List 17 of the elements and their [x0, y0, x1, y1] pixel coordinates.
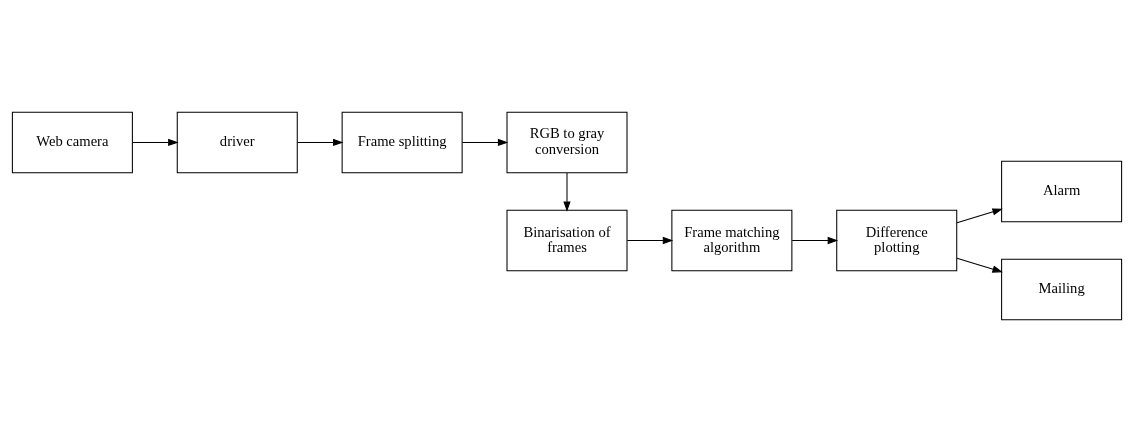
arrow	[132, 138, 179, 147]
node-box: Frame splitting	[341, 111, 463, 174]
node-box: Web camera	[11, 111, 133, 174]
node-box: Binarisation of frames	[506, 209, 628, 272]
node-box: Alarm	[1001, 160, 1123, 223]
arrow	[563, 172, 571, 212]
arrow	[956, 257, 1003, 273]
node-box: Frame matching algorithm	[671, 209, 793, 272]
arrow	[297, 138, 344, 147]
node-box: Mailing	[1001, 258, 1123, 321]
arrow	[791, 236, 839, 245]
arrow	[461, 138, 509, 147]
arrow	[956, 208, 1003, 224]
node-box: Difference plotting	[836, 209, 958, 272]
node-box: RGB to gray conversion	[506, 111, 628, 174]
arrow	[626, 236, 674, 245]
node-box: driver	[176, 111, 298, 174]
